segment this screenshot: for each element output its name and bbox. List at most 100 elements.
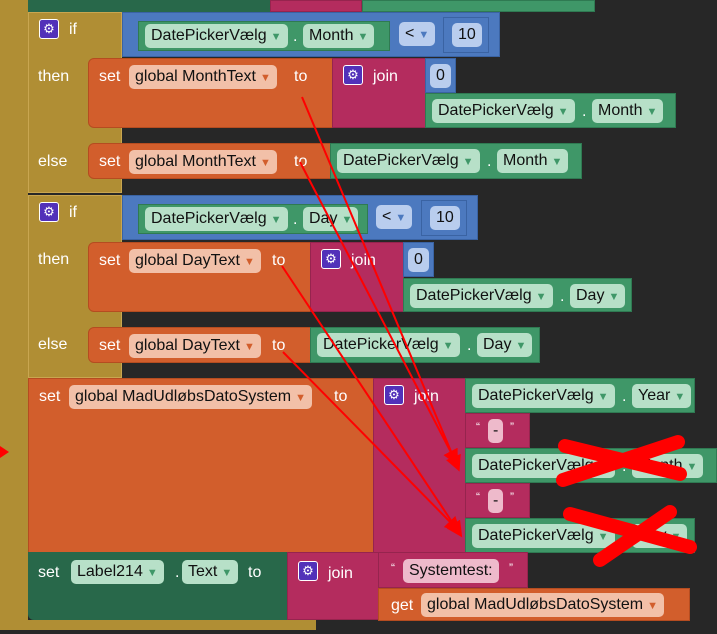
- variable-name: global MadUdløbsDatoSystem: [427, 596, 644, 613]
- text-block-systemtest[interactable]: “ Systemtest: ”: [378, 552, 528, 588]
- else-label: else: [38, 336, 68, 353]
- operator: <: [405, 25, 415, 42]
- dropdown-icon: ▼: [597, 531, 609, 543]
- text-value[interactable]: -: [488, 419, 504, 443]
- if-label: if: [69, 204, 77, 221]
- set-label: set: [99, 337, 121, 354]
- set-label: set: [39, 388, 61, 405]
- property-dropdown[interactable]: Month▼: [592, 99, 664, 123]
- component-name: DatePickerVælg: [151, 210, 267, 227]
- then-label: then: [38, 68, 70, 85]
- number-block[interactable]: 10: [421, 200, 467, 236]
- set-monthtext-else[interactable]: set global MonthText▼ to: [88, 143, 331, 179]
- component-property-block[interactable]: DatePickerVælg▼ . Month▼: [138, 21, 390, 51]
- variable-dropdown[interactable]: global DayText▼: [129, 334, 261, 358]
- then-label: then: [38, 251, 70, 268]
- set-maduldobsdato-block[interactable]: set global MadUdløbsDatoSystem▼ to: [28, 378, 374, 553]
- compare-block[interactable]: DatePickerVælg▼ . Month▼ <▼ 10: [122, 12, 500, 57]
- component-dropdown[interactable]: DatePickerVælg▼: [472, 384, 615, 408]
- property-dropdown[interactable]: Day▼: [477, 333, 533, 357]
- text-block-dash[interactable]: “ - ”: [465, 413, 530, 448]
- gear-icon[interactable]: ⚙: [39, 202, 59, 222]
- component-dropdown[interactable]: DatePickerVælg▼: [432, 99, 575, 123]
- dropdown-icon: ▼: [462, 156, 474, 168]
- gear-icon[interactable]: ⚙: [343, 65, 363, 85]
- dropdown-icon: ▼: [357, 31, 369, 43]
- cross-out-mark: [563, 507, 697, 554]
- annotation-arrow: [281, 265, 463, 538]
- to-label: to: [294, 153, 308, 170]
- text-block-dash[interactable]: “ - ”: [465, 483, 530, 518]
- dropdown-icon: ▼: [442, 340, 454, 352]
- component-dropdown[interactable]: DatePickerVælg▼: [145, 24, 288, 48]
- set-label: set: [99, 68, 121, 85]
- component-dropdown[interactable]: DatePickerVælg▼: [410, 284, 553, 308]
- component-name: Label214: [77, 563, 143, 580]
- set-monthtext-then[interactable]: set global MonthText▼ to: [88, 58, 333, 128]
- variable-dropdown[interactable]: global DayText▼: [129, 249, 261, 273]
- component-property-block[interactable]: DatePickerVælg▼ . Day▼: [403, 278, 632, 312]
- annotation-arrow: [299, 161, 458, 466]
- cross-out-mark: [593, 505, 677, 567]
- operator-dropdown[interactable]: <▼: [376, 205, 413, 229]
- outer-block-bottom: [0, 620, 316, 630]
- number-value[interactable]: 10: [430, 206, 460, 230]
- year-block[interactable]: DatePickerVælg▼ . Year▼: [465, 378, 695, 413]
- number-block[interactable]: 0: [403, 242, 434, 277]
- component-dropdown[interactable]: DatePickerVælg▼: [337, 149, 480, 173]
- text-value[interactable]: Systemtest:: [403, 559, 499, 583]
- dropdown-icon: ▼: [557, 106, 569, 118]
- dropdown-icon: ▼: [146, 567, 158, 579]
- variable-dropdown[interactable]: global MadUdløbsDatoSystem▼: [421, 593, 664, 617]
- component-name: DatePickerVælg: [343, 152, 459, 169]
- property-dropdown[interactable]: Day▼: [570, 284, 626, 308]
- number-value[interactable]: 0: [430, 64, 451, 88]
- component-name: DatePickerVælg: [323, 336, 439, 353]
- component-dropdown[interactable]: DatePickerVælg▼: [472, 524, 615, 548]
- to-label: to: [272, 337, 286, 354]
- set-label214-block[interactable]: set Label214▼ . Text▼ to: [28, 552, 288, 620]
- set-daytext-else[interactable]: set global DayText▼ to: [88, 327, 311, 363]
- join-label: join: [373, 68, 398, 85]
- property-name: Month: [598, 102, 643, 119]
- variable-name: global MonthText: [135, 153, 256, 170]
- variable-dropdown[interactable]: global MonthText▼: [129, 65, 277, 89]
- gear-icon[interactable]: ⚙: [298, 561, 318, 581]
- variable-name: global DayText: [135, 337, 240, 354]
- property-dropdown[interactable]: Month▼: [303, 24, 375, 48]
- dropdown-icon: ▼: [647, 600, 658, 612]
- component-dropdown[interactable]: Label214▼: [71, 560, 164, 584]
- dropdown-icon: ▼: [341, 214, 353, 226]
- to-label: to: [248, 564, 262, 581]
- join-block[interactable]: ⚙ join: [310, 242, 404, 312]
- dropdown-icon: ▼: [646, 106, 658, 118]
- component-property-block[interactable]: DatePickerVælg▼ . Day▼: [310, 327, 540, 363]
- variable-dropdown[interactable]: global MadUdløbsDatoSystem▼: [69, 385, 312, 409]
- gear-icon[interactable]: ⚙: [384, 385, 404, 405]
- dropdown-icon: ▼: [295, 392, 306, 404]
- property-name: Day: [576, 287, 605, 304]
- component-dropdown[interactable]: DatePickerVælg▼: [145, 207, 288, 231]
- number-value[interactable]: 0: [408, 248, 429, 272]
- property-dropdown[interactable]: Text▼: [182, 560, 239, 584]
- property-dropdown[interactable]: Month▼: [497, 149, 569, 173]
- operator-dropdown[interactable]: <▼: [399, 22, 436, 46]
- gear-icon[interactable]: ⚙: [321, 249, 341, 269]
- gear-icon[interactable]: ⚙: [39, 19, 59, 39]
- variable-dropdown[interactable]: global MonthText▼: [129, 150, 277, 174]
- component-name: DatePickerVælg: [151, 27, 267, 44]
- text-value[interactable]: -: [488, 489, 504, 513]
- set-daytext-then[interactable]: set global DayText▼ to: [88, 242, 311, 312]
- get-label: get: [391, 597, 414, 614]
- dropdown-icon: ▼: [686, 461, 698, 473]
- join-block[interactable]: ⚙ join: [287, 552, 379, 620]
- number-block[interactable]: 0: [425, 58, 456, 93]
- number-value[interactable]: 10: [452, 23, 482, 47]
- annotation-arrow: [282, 351, 461, 533]
- component-property-block[interactable]: DatePickerVælg▼ . Month▼: [425, 93, 676, 128]
- component-name: DatePickerVælg: [478, 387, 594, 404]
- get-variable-block[interactable]: get global MadUdløbsDatoSystem▼: [378, 588, 690, 621]
- number-block[interactable]: 10: [443, 17, 489, 53]
- property-dropdown[interactable]: Year▼: [632, 384, 692, 408]
- component-property-block[interactable]: DatePickerVælg▼ . Month▼: [330, 143, 582, 179]
